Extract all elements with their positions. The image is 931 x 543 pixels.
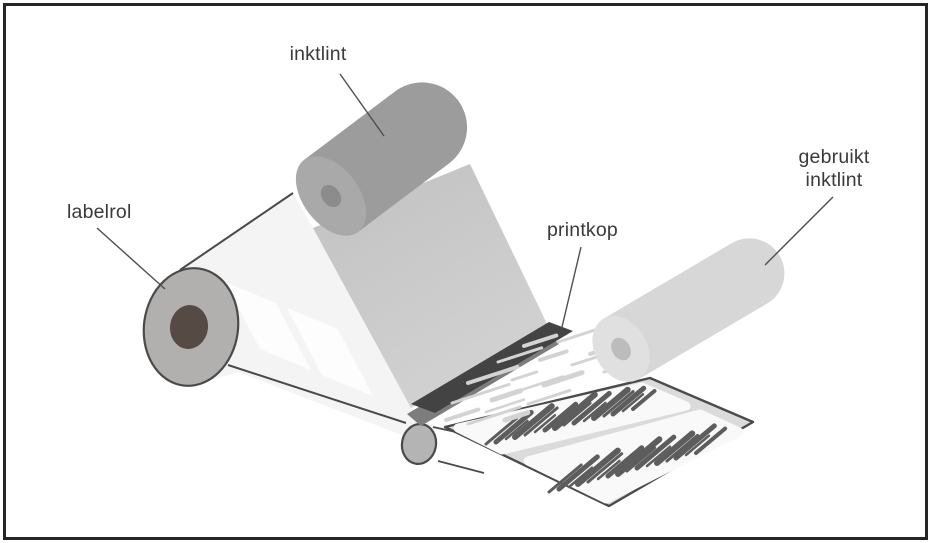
used-roll-body [603, 238, 785, 380]
web-blank-label [225, 282, 311, 370]
ribbon-streak [538, 349, 569, 362]
ribbon-streak [526, 388, 572, 406]
web-top-edge [179, 192, 294, 271]
leader-printkop [561, 246, 582, 328]
barcode-bar [631, 389, 657, 411]
barcode-bar [493, 409, 534, 445]
barcode-bar [484, 416, 519, 446]
used-ribbon-streaks [444, 326, 631, 426]
ribbon-streak [450, 382, 511, 405]
label-web [179, 192, 436, 437]
platen-bottom-line [437, 460, 485, 474]
barcode-1 [484, 385, 657, 446]
ink-ribbon-roll [295, 82, 468, 236]
ribbon-streak [513, 375, 564, 394]
ribbon-streak [466, 364, 520, 385]
barcode-bar [596, 459, 621, 481]
barcode-bar [556, 454, 600, 492]
barcode-bar [615, 436, 663, 477]
ink-roll-core [320, 184, 342, 208]
ribbon-streak [484, 398, 526, 414]
barcode-bar [684, 434, 711, 457]
label-labelrol: labelrol [67, 201, 132, 223]
barcode-bar [512, 403, 555, 440]
barcode-bar [523, 406, 559, 437]
ink-ribbon-band [313, 164, 549, 408]
barcode-bar [645, 445, 672, 468]
barcode-bar [562, 401, 592, 427]
label-inktlint: inktlint [289, 43, 347, 65]
barcode-bar [582, 401, 607, 423]
ribbon-streak [522, 333, 559, 348]
barcode-bar [533, 414, 557, 434]
barcode-bar [547, 463, 583, 494]
barcode-bar [591, 386, 631, 421]
leader-labelrol [96, 227, 166, 290]
used-roll-core [611, 337, 631, 361]
printed-label-sheet [443, 376, 755, 508]
ribbon-streak [496, 346, 544, 364]
ribbon-streak [556, 326, 602, 344]
leader-inktlint [339, 73, 385, 137]
barcode-bar [694, 426, 728, 455]
barcode-bar [575, 447, 621, 487]
label-printkop: printkop [547, 219, 618, 241]
ribbon-streak [502, 410, 531, 423]
ribbon-streak [444, 407, 481, 422]
barcode-bar [504, 419, 529, 441]
ribbon-streak [510, 370, 539, 382]
barcode-bar [571, 390, 612, 426]
web-blank-label [287, 308, 373, 396]
leader-lines [96, 73, 834, 328]
barcode-bar [665, 433, 700, 463]
barcode-2 [547, 423, 728, 494]
barcode-bar [605, 445, 645, 479]
barcode-bar [621, 393, 645, 413]
leader-gebruikt-inktlint [764, 196, 834, 266]
label-gebruikt-inktlint: gebruikt inktlint [798, 146, 870, 191]
label-roll-core [169, 305, 209, 349]
web-bottom-edge [227, 364, 407, 424]
barcode-bar [602, 390, 635, 418]
barcode-bar [586, 452, 624, 484]
barcode-bar [654, 430, 696, 466]
barcode-bar [610, 385, 647, 417]
barcode-bar [542, 401, 579, 433]
ribbon-streak [541, 370, 585, 388]
barcode-bar [567, 466, 594, 489]
used-ribbon-roll [592, 238, 785, 382]
barcode-bar [625, 446, 657, 473]
ribbon-streak [466, 405, 522, 426]
barcode-bar [673, 423, 717, 461]
web-surface [183, 193, 436, 437]
barcode-bar [634, 434, 677, 471]
barcode-bar [552, 391, 598, 431]
label-roll [142, 267, 240, 387]
